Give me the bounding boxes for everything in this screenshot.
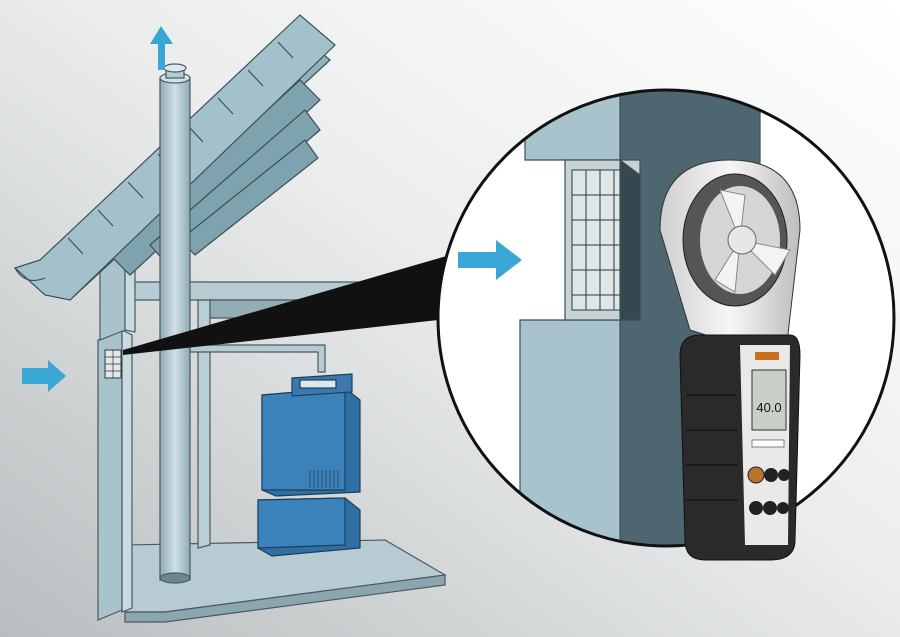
brand-logo xyxy=(755,352,779,360)
wall-vent xyxy=(104,349,122,379)
airflow-arrow-right-vent-icon xyxy=(458,240,522,280)
flue-pipe xyxy=(159,63,326,584)
airflow-arrow-right-wall-icon xyxy=(22,360,66,392)
anemometer-device: 40.0 xyxy=(659,159,801,561)
boiler xyxy=(257,373,361,557)
zoom-wedge xyxy=(123,255,450,355)
display-reading: 40.0 xyxy=(756,400,781,415)
house-structure xyxy=(97,218,452,623)
power-button xyxy=(747,466,765,484)
airflow-arrow-up-icon xyxy=(150,26,173,70)
lcd-display xyxy=(751,369,787,431)
